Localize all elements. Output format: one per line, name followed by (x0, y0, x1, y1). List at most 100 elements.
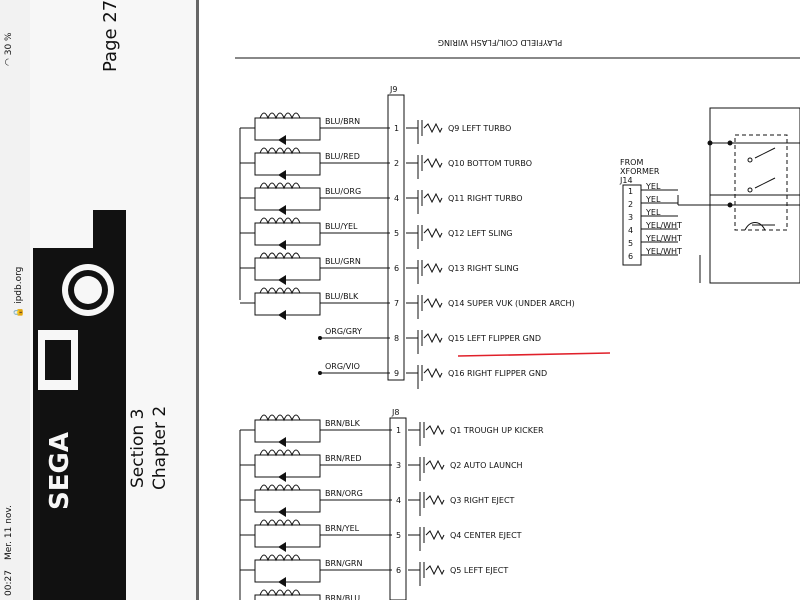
coil-icon (259, 589, 301, 597)
red-highlight-line (457, 352, 611, 357)
coil-box (254, 187, 321, 211)
relay-dashed-box (734, 134, 788, 231)
coil-icon (259, 414, 301, 422)
connector-j8-label: J8 (391, 408, 399, 417)
output-description: Q11 RIGHT TURBO (448, 194, 523, 203)
wire-color-label: BRN/BLU (325, 594, 360, 600)
wire-color-label: BLU/ORG (325, 187, 361, 196)
pin-number: 5 (396, 531, 401, 540)
status-date: Mer. 11 nov. (4, 505, 14, 560)
coil-box (254, 117, 321, 141)
diode-icon (278, 437, 286, 447)
resistor-icon (423, 297, 443, 309)
coil-box (254, 524, 321, 548)
diode-icon (278, 577, 286, 587)
coil-box (254, 152, 321, 176)
wire-color-label: BRN/YEL (325, 524, 360, 533)
coil-box (254, 489, 321, 513)
wire-color-label: BLU/RED (325, 152, 360, 161)
battery-percent: 30 % (4, 32, 14, 56)
connector-j14-label: J14 (619, 176, 633, 185)
output-description: Q2 AUTO LAUNCH (450, 461, 523, 470)
resistor-icon (423, 227, 443, 239)
sega-logo-text: SEGA (45, 432, 75, 510)
coil-icon (259, 217, 301, 225)
diode-icon (278, 240, 286, 250)
pin-number: 4 (396, 496, 401, 505)
diode-icon (278, 205, 286, 215)
wire-color-label: BRN/GRN (325, 559, 362, 568)
pin-number: 7 (394, 299, 399, 308)
pin-number: 1 (394, 124, 399, 133)
coil-icon (259, 484, 301, 492)
coil-icon (259, 182, 301, 190)
resistor-icon (425, 494, 445, 506)
resistor-icon (423, 332, 443, 344)
j14-pin: 6 (628, 252, 633, 261)
resistor-icon (425, 424, 445, 436)
wire-color-label: ORG/VIO (325, 362, 360, 371)
j14-pin: 1 (628, 187, 633, 196)
sega-logo: SEGA (38, 264, 114, 510)
pin-number: 6 (396, 566, 401, 575)
coil-box (254, 559, 321, 583)
resistor-icon (425, 529, 445, 541)
schematic-page (196, 0, 800, 600)
output-description: Q16 RIGHT FLIPPER GND (448, 369, 547, 378)
output-description: Q12 LEFT SLING (448, 229, 513, 238)
j14-wire-label: YEL (645, 208, 661, 217)
pin-number: 3 (396, 461, 401, 470)
pin-number: 6 (394, 264, 399, 273)
wire-color-label: BLU/GRN (325, 257, 361, 266)
connector-j9-label: J9 (389, 85, 397, 94)
output-description: Q1 TROUGH UP KICKER (450, 426, 544, 435)
page-label: Page 27 (100, 0, 121, 72)
resistor-icon (423, 367, 443, 379)
wire-color-label: BRN/RED (325, 454, 362, 463)
diode-icon (278, 507, 286, 517)
pin-number: 8 (394, 334, 399, 343)
diode-icon (278, 135, 286, 145)
j14-pin: 2 (628, 200, 633, 209)
output-description: Q10 BOTTOM TURBO (448, 159, 532, 168)
j14-pin: 3 (628, 213, 633, 222)
coil-box (254, 222, 321, 246)
wire-color-label: BLU/YEL (325, 222, 358, 231)
resistor-icon (425, 459, 445, 471)
j14-wire-label: YEL/WHT (645, 221, 682, 230)
resistor-icon (423, 157, 443, 169)
status-time: 00:27 (4, 570, 14, 596)
coil-icon (259, 252, 301, 260)
pin-number: 1 (396, 426, 401, 435)
url-bar[interactable]: 🔒 ipdb.org (14, 267, 24, 318)
diode-icon (278, 310, 286, 320)
pin-number: 9 (394, 369, 399, 378)
battery-indicator: ◠ 30 % (4, 32, 14, 66)
lock-icon: 🔒 (14, 306, 24, 318)
wire-color-label: BRN/BLK (325, 419, 361, 428)
chapter-label: Chapter 2 (150, 405, 170, 490)
output-description: Q15 LEFT FLIPPER GND (448, 334, 541, 343)
coil-box (254, 594, 321, 600)
wire-color-label: ORG/GRY (325, 327, 362, 336)
connector-j14 (622, 184, 642, 266)
wifi-icon: ◠ (4, 58, 14, 66)
url-text: ipdb.org (14, 266, 24, 304)
diode-icon (278, 170, 286, 180)
coil-box (254, 454, 321, 478)
j14-wire-label: YEL (645, 195, 661, 204)
wire-color-label: BRN/ORG (325, 489, 363, 498)
from-xformer-line1: FROM (620, 158, 643, 167)
diode-icon (278, 472, 286, 482)
wiring-schematic: PLAYFIELD COIL/FLASH WIRING J9 J8 BLU/BR… (235, 38, 800, 600)
pin-number: 5 (394, 229, 399, 238)
coil-box (254, 292, 321, 316)
coil-icon (259, 519, 301, 527)
j14-pin: 4 (628, 226, 633, 235)
j14-wire-label: YEL/WHT (645, 234, 682, 243)
connector-j8 (389, 417, 407, 600)
connector-j9 (387, 94, 405, 381)
output-description: Q14 SUPER VUK (UNDER ARCH) (448, 299, 575, 308)
j14-wire-label: YEL/WHT (645, 247, 682, 256)
status-bar: 00:27 Mer. 11 nov. ◠ 30 % 🔒 ipdb.org (0, 0, 30, 600)
